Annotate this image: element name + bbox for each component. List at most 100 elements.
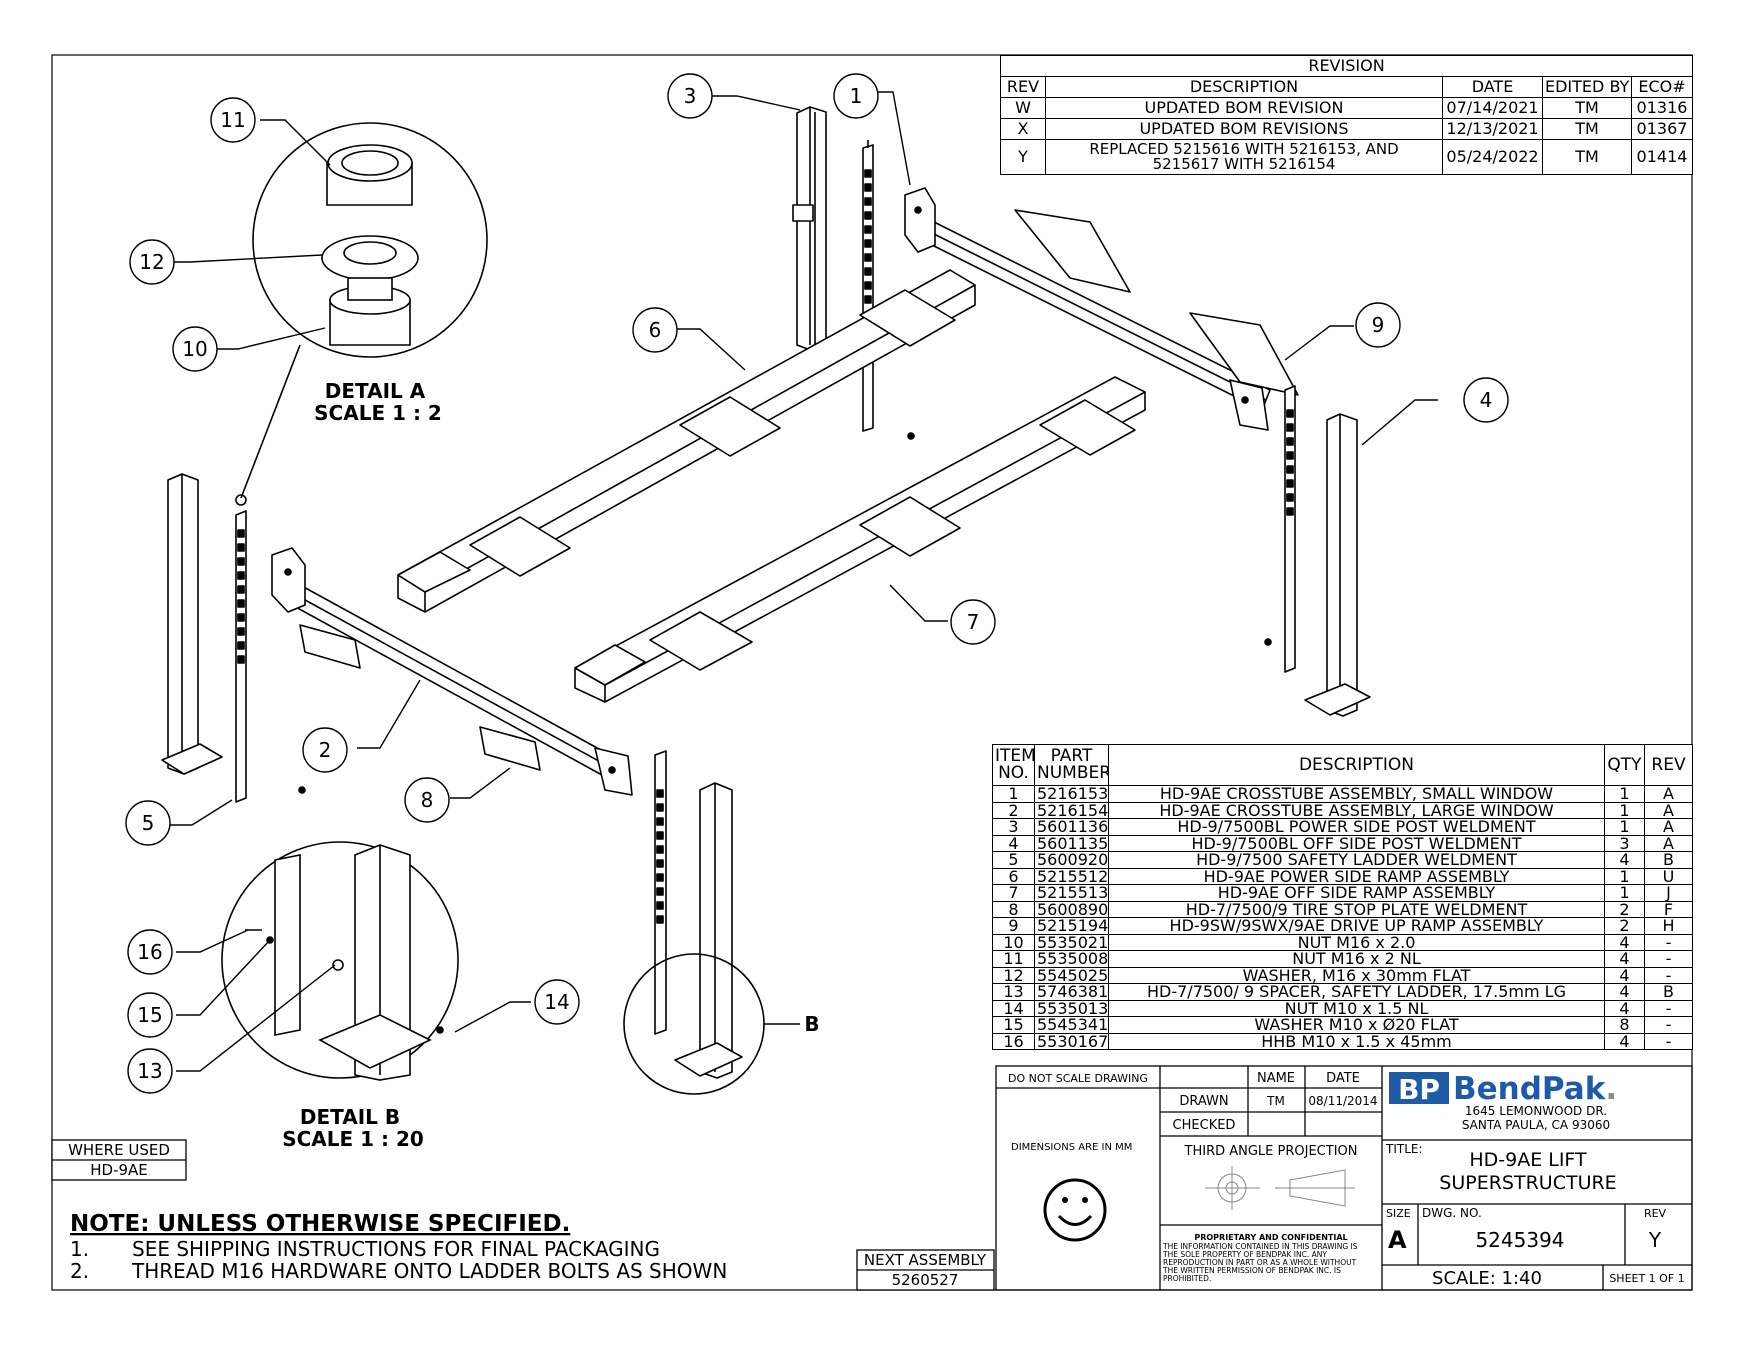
bom-item-no: 10: [992, 933, 1035, 951]
bom-description: HD-9AE POWER SIDE RAMP ASSEMBLY: [1108, 867, 1605, 885]
balloon-10: 10: [182, 337, 207, 361]
bom-qty: 1: [1604, 818, 1645, 836]
balloon-15: 15: [137, 1003, 162, 1027]
rev-col-eco: ECO#: [1631, 76, 1693, 98]
bom-item-no: 15: [992, 1016, 1035, 1034]
bom-part-number: 5600890: [1034, 900, 1109, 918]
bom-item-no: 12: [992, 966, 1035, 984]
balloon-11: 11: [220, 108, 245, 132]
bom-qty: 4: [1604, 851, 1645, 869]
balloon-6: 6: [649, 318, 662, 342]
bom-rev: -: [1644, 1016, 1693, 1034]
title-block-text: DO NOT SCALE DRAWING NAME DATE DRAWN TM …: [1008, 1071, 1685, 1289]
projection-label: THIRD ANGLE PROJECTION: [1184, 1144, 1358, 1159]
bom-rev: A: [1644, 801, 1693, 819]
bom-part-number: 5601135: [1034, 834, 1109, 852]
notes-heading-suffix: .: [562, 1211, 571, 1237]
sheet-value: SHEET 1 OF 1: [1609, 1272, 1684, 1285]
bom-col-description: DESCRIPTION: [1108, 744, 1605, 786]
bom-rev: -: [1644, 966, 1693, 984]
ladder-near-post-3: [862, 140, 874, 432]
bom-description: NUT M16 x 2.0: [1108, 933, 1605, 951]
post-front: [674, 782, 743, 1079]
bom-description: HD-7/7500/ 9 SPACER, SAFETY LADDER, 17.5…: [1108, 983, 1605, 1001]
scale-value: SCALE: 1:40: [1432, 1268, 1542, 1289]
bom-item-no: 7: [992, 884, 1035, 902]
drawn-name: TM: [1266, 1094, 1285, 1108]
ladder-front: [654, 750, 667, 1035]
bom-qty: 4: [1604, 1032, 1645, 1050]
bom-item-no: 3: [992, 818, 1035, 836]
bom-col-part: PART NUMBER: [1034, 744, 1109, 786]
bom-item-no: 6: [992, 867, 1035, 885]
bom-description: NUT M10 x 1.5 NL: [1108, 999, 1605, 1017]
bom-item-no: 4: [992, 834, 1035, 852]
bom-part-number: 5216154: [1034, 801, 1109, 819]
bom-part-number: 5545341: [1034, 1016, 1109, 1034]
ladder-near-post-4: [1284, 385, 1296, 673]
bom-description: HD-9AE CROSSTUBE ASSEMBLY, LARGE WINDOW: [1108, 801, 1605, 819]
balloon-4: 4: [1480, 388, 1493, 412]
drawn-label: DRAWN: [1179, 1094, 1228, 1109]
balloon-2: 2: [319, 738, 332, 762]
size-label: SIZE: [1386, 1207, 1411, 1220]
balloon-8: 8: [421, 788, 434, 812]
balloon-7: 7: [967, 610, 980, 634]
bom-qty: 2: [1604, 900, 1645, 918]
balloon-16: 16: [137, 940, 162, 964]
bom-item-no: 8: [992, 900, 1035, 918]
drive-up-ramp-9a: [1014, 209, 1131, 293]
date-header: DATE: [1326, 1071, 1360, 1086]
revision-row: X UPDATED BOM REVISIONS 12/13/2021 TM 01…: [1000, 118, 1693, 140]
checked-label: CHECKED: [1173, 1118, 1236, 1133]
rev-label: REV: [1644, 1207, 1667, 1220]
dimensions-note: DIMENSIONS ARE IN MM: [1011, 1142, 1132, 1153]
name-header: NAME: [1257, 1071, 1295, 1086]
bom-part-number: 5535021: [1034, 933, 1109, 951]
balloon-leaders: [166, 91, 1438, 1072]
bom-part-number: 5600920: [1034, 851, 1109, 869]
detail-a-title: DETAIL A: [325, 379, 426, 403]
tire-stop-plate-8a: [299, 624, 361, 669]
bom-description: NUT M16 x 2 NL: [1108, 950, 1605, 968]
next-assembly-value: 5260527: [892, 1271, 959, 1289]
bom-part-number: 5535008: [1034, 950, 1109, 968]
revision-table: REVISION REV DESCRIPTION DATE EDITED BY …: [1000, 55, 1693, 175]
bom-part-number: 5215513: [1034, 884, 1109, 902]
post-3-power-side: [792, 106, 827, 352]
size-value: A: [1388, 1226, 1407, 1254]
bom-part-number: 5746381: [1034, 983, 1109, 1001]
rev-col-rev: REV: [1000, 76, 1046, 98]
bom-item-no: 11: [992, 950, 1035, 968]
bom-qty: 4: [1604, 933, 1645, 951]
svg-text:NOTE: UNLESS OTHERWISE SPECIFI: NOTE: UNLESS OTHERWISE SPECIFIED.: [70, 1211, 570, 1237]
bom-col-qty: QTY: [1604, 744, 1645, 786]
revision-row: W UPDATED BOM REVISION 07/14/2021 TM 013…: [1000, 97, 1693, 119]
detail-b-scale: SCALE 1 : 20: [282, 1127, 424, 1151]
bom-rev: A: [1644, 818, 1693, 836]
drawn-date: 08/11/2014: [1308, 1094, 1377, 1108]
revision-row: Y REPLACED 5215616 WITH 5216153, AND 521…: [1000, 139, 1693, 175]
bom-description: HD-9/7500BL OFF SIDE POST WELDMENT: [1108, 834, 1605, 852]
rev-col-description: DESCRIPTION: [1045, 76, 1443, 98]
bom-col-rev: REV: [1644, 744, 1693, 786]
third-angle-projection-icon: [1205, 1166, 1355, 1210]
proprietary-line-5: PROHIBITED.: [1163, 1274, 1211, 1283]
next-assembly-label: NEXT ASSEMBLY: [864, 1251, 987, 1269]
ladder-5: [235, 494, 247, 803]
where-used-value: HD-9AE: [90, 1161, 148, 1179]
bom-part-number: 5601136: [1034, 818, 1109, 836]
